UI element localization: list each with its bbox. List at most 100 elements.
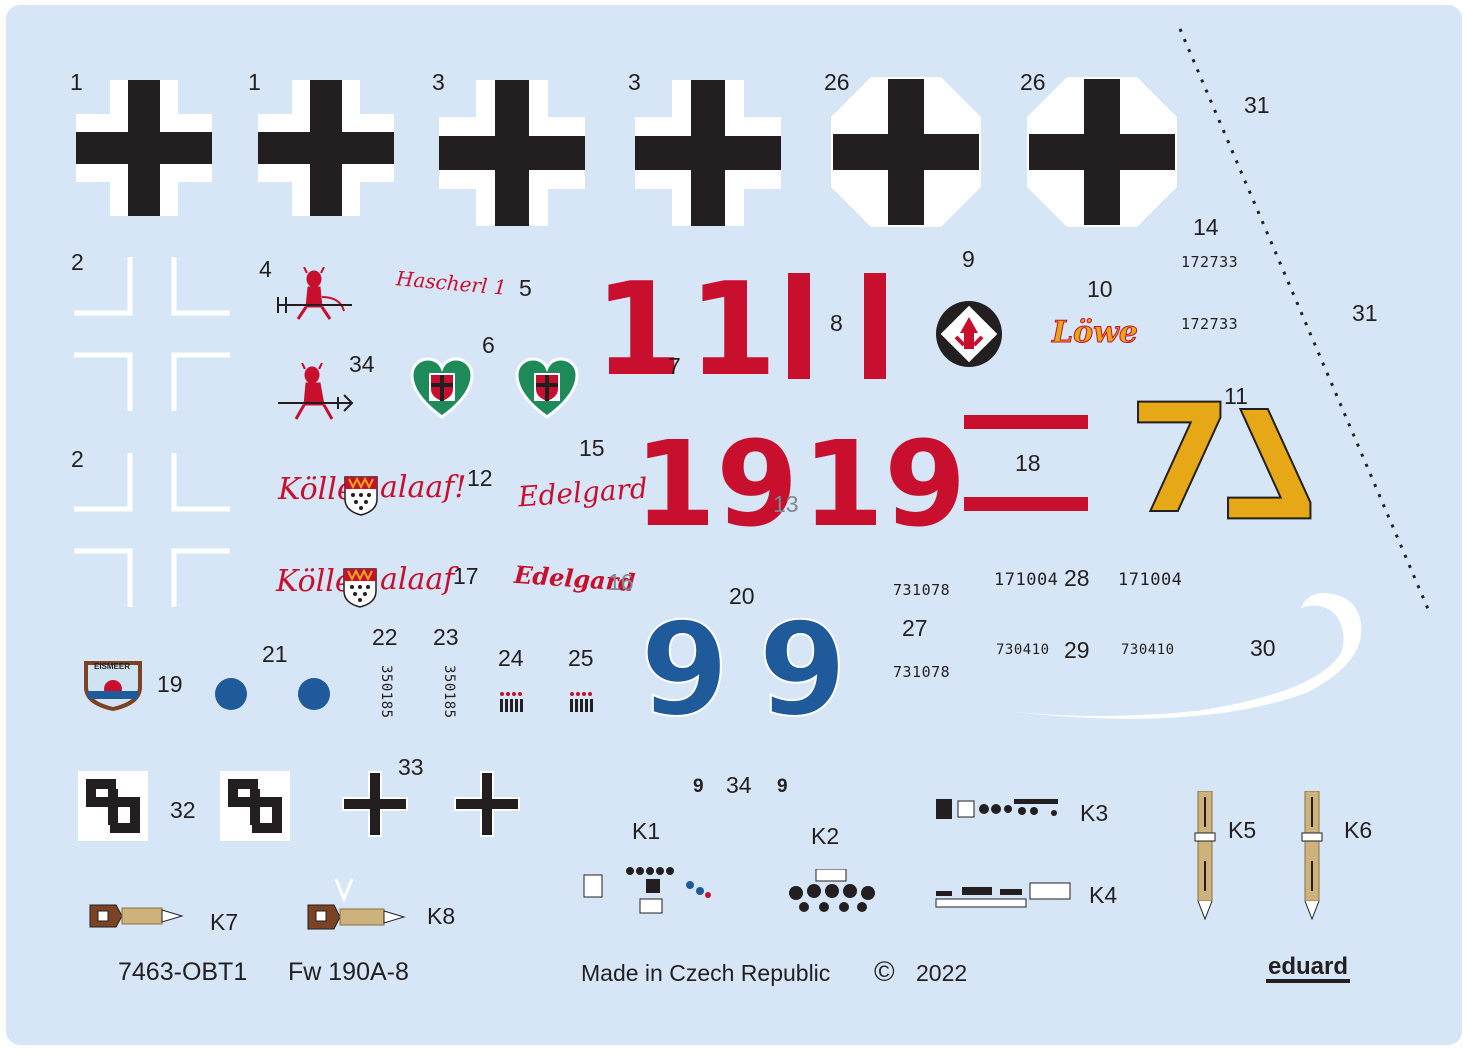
decal-number: K3 bbox=[1080, 800, 1109, 826]
edelgard-script: Edelgard bbox=[516, 471, 649, 514]
decal-number: 24 bbox=[498, 645, 524, 671]
decal-number: 2 bbox=[71, 249, 84, 275]
blue-dot-icon bbox=[215, 678, 247, 710]
copyright-symbol: © bbox=[874, 956, 895, 987]
big-red-nineteen: 19 bbox=[802, 415, 967, 553]
decal-number: K2 bbox=[811, 823, 840, 849]
loewe-script: Löwe bbox=[1051, 315, 1139, 350]
decal-number: 29 bbox=[1064, 637, 1090, 663]
decal-number: K7 bbox=[210, 909, 239, 935]
outline-cross-icon bbox=[74, 257, 230, 411]
unit-emblem-icon bbox=[936, 301, 1002, 367]
balkenkreuz-icon bbox=[831, 77, 981, 227]
instrument-panel-icon bbox=[935, 882, 1071, 908]
decal-number: 21 bbox=[262, 641, 288, 667]
decal-number: K5 bbox=[1228, 817, 1257, 843]
red-bar-one bbox=[788, 273, 810, 379]
decal-number: K1 bbox=[632, 818, 661, 844]
decal-number: 3 bbox=[432, 69, 445, 95]
serial-number: 350185 bbox=[441, 665, 457, 719]
decal-number: 4 bbox=[259, 256, 272, 282]
decal-number: 14 bbox=[1193, 214, 1219, 240]
decal-number: 10 bbox=[1087, 276, 1113, 302]
koeln-shield-icon bbox=[344, 476, 378, 516]
decal-number: 5 bbox=[519, 275, 532, 301]
copyright-year: 2022 bbox=[916, 960, 968, 986]
koelle-script: Kölle bbox=[278, 472, 355, 507]
decal-number: K8 bbox=[427, 903, 456, 929]
decal-number: 34 bbox=[349, 351, 375, 377]
decal-number: K6 bbox=[1344, 817, 1373, 843]
red-bar-one bbox=[864, 273, 886, 379]
decal-number: 1 bbox=[70, 69, 83, 95]
seatbelt-icon bbox=[89, 904, 184, 928]
small-nine: 9 bbox=[777, 776, 788, 797]
serial-number: 172733 bbox=[1181, 315, 1239, 333]
decal-number: 31 bbox=[1352, 300, 1378, 326]
swastika-icon bbox=[78, 771, 148, 841]
heart-shield-icon bbox=[410, 357, 474, 419]
decal-number: 15 bbox=[579, 435, 605, 461]
decal-number: 3 bbox=[628, 69, 641, 95]
devil-icon bbox=[277, 267, 352, 320]
decal-number: 34 bbox=[726, 772, 752, 798]
serial-number: 172733 bbox=[1181, 253, 1239, 271]
sheet-code: 7463-OBT1 bbox=[118, 958, 248, 986]
serial-number: 171004 bbox=[994, 570, 1059, 590]
eduard-logo: eduard bbox=[1266, 955, 1351, 983]
balkenkreuz-icon bbox=[439, 80, 585, 226]
serial-number: 731078 bbox=[893, 663, 951, 681]
decal-number: 11 bbox=[1224, 383, 1248, 409]
decal-number: 31 bbox=[1244, 92, 1270, 118]
outline-cross-icon bbox=[74, 453, 230, 607]
balkenkreuz-icon bbox=[258, 80, 394, 216]
decal-number: 2 bbox=[71, 446, 84, 472]
decal-number: 9 bbox=[962, 246, 975, 272]
mission-tally-icon bbox=[570, 692, 593, 712]
mission-tally-icon bbox=[500, 692, 523, 712]
devil-icon bbox=[278, 363, 354, 420]
decal-number: 32 bbox=[170, 797, 196, 823]
decal-number: 8 bbox=[830, 310, 843, 336]
serial-number: 171004 bbox=[1118, 570, 1183, 590]
decal-number: 30 bbox=[1250, 635, 1276, 661]
wave-stripe-icon bbox=[1006, 593, 1362, 719]
red-stripes-icon bbox=[964, 415, 1088, 511]
decal-number: 23 bbox=[433, 624, 459, 650]
balkenkreuz-icon bbox=[76, 80, 212, 216]
koeln-shield-icon bbox=[343, 568, 377, 608]
decal-number: 13 bbox=[773, 491, 799, 517]
balkenkreuz-icon bbox=[454, 771, 520, 837]
seatbelt-icon bbox=[307, 878, 406, 930]
seatbelt-icon bbox=[1194, 791, 1216, 921]
seatbelt-icon bbox=[1301, 791, 1323, 921]
small-nine: 9 bbox=[693, 776, 704, 797]
balkenkreuz-icon bbox=[635, 80, 781, 226]
serial-number: 730410 bbox=[996, 642, 1050, 658]
big-red-one: 1 bbox=[688, 256, 778, 405]
decal-number: 6 bbox=[482, 332, 495, 358]
serial-number: 731078 bbox=[893, 581, 951, 599]
model-name: Fw 190A-8 bbox=[288, 958, 409, 986]
blue-dot-icon bbox=[298, 678, 330, 710]
balkenkreuz-icon bbox=[1027, 77, 1177, 227]
serial-number: 350185 bbox=[378, 665, 394, 719]
decal-sheet: 1 1 3 3 26 26 31 31 2 bbox=[6, 5, 1462, 1045]
decal-number: 22 bbox=[372, 624, 398, 650]
decal-number: 18 bbox=[1015, 450, 1041, 476]
hascherl-script: Hascherl 1 bbox=[395, 266, 508, 300]
decal-number: 33 bbox=[398, 754, 424, 780]
decal-number: 1 bbox=[248, 69, 261, 95]
decal-number: K4 bbox=[1089, 882, 1118, 908]
serial-number: 730410 bbox=[1121, 642, 1175, 658]
instrument-panel-icon bbox=[583, 867, 711, 914]
big-blue-nine: 9 bbox=[757, 596, 848, 745]
big-red-one: 1 bbox=[594, 256, 684, 405]
alaaf-script: alaaf bbox=[380, 562, 455, 597]
swastika-icon bbox=[220, 771, 290, 841]
balkenkreuz-icon bbox=[342, 771, 408, 837]
decal-number: 20 bbox=[729, 583, 755, 609]
decal-number: 26 bbox=[824, 69, 850, 95]
eismeer-label: EISMEER bbox=[94, 662, 131, 671]
decal-number: 28 bbox=[1064, 565, 1090, 591]
